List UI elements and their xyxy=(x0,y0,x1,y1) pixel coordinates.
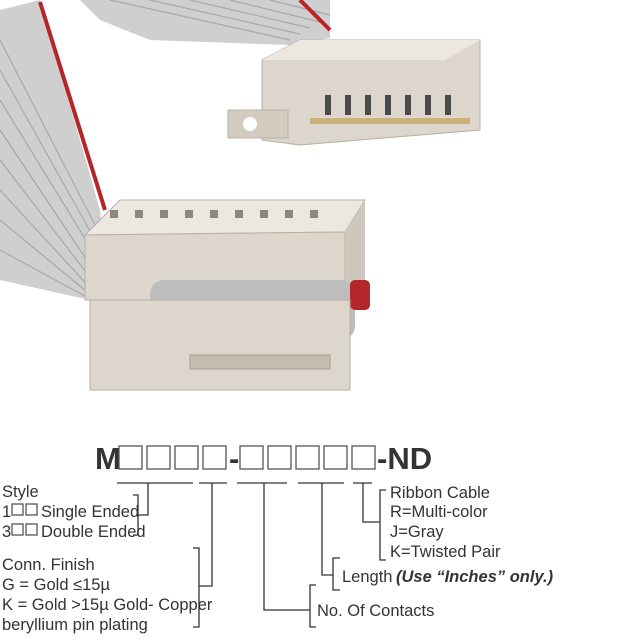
contacts-label: No. Of Contacts xyxy=(317,602,434,620)
part-number-box xyxy=(351,445,376,470)
finish-k: K = Gold >15µ Gold- Copper xyxy=(2,596,213,614)
callout-lines xyxy=(117,482,386,628)
cable-option-r: R=Multi-color xyxy=(390,503,488,521)
style-code-1: 1 xyxy=(2,503,11,521)
ribbon-cable-assembly-image xyxy=(0,0,481,391)
part-number-box xyxy=(267,445,292,470)
style-legend: Style 1 Single Ended 3 Double Ended xyxy=(2,483,146,541)
back-connector xyxy=(227,39,481,146)
front-connector xyxy=(83,199,370,391)
style-title: Style xyxy=(2,483,39,501)
part-number-box xyxy=(239,445,264,470)
cable-option-j: J=Gray xyxy=(390,523,444,541)
style-single-ended: Single Ended xyxy=(41,503,139,521)
part-number-dash: - xyxy=(229,441,239,476)
part-number-box xyxy=(146,445,171,470)
part-number-prefix: M xyxy=(95,441,121,476)
part-number-suffix: -ND xyxy=(377,441,432,476)
style-code-3: 3 xyxy=(2,523,11,541)
length-label: Length xyxy=(342,568,392,586)
cable-title: Ribbon Cable xyxy=(390,484,490,502)
cable-option-k: K=Twisted Pair xyxy=(390,543,501,561)
ribbon-cable xyxy=(0,0,332,301)
style-double-ended: Double Ended xyxy=(41,523,146,541)
part-number-box xyxy=(202,445,227,470)
part-number-box xyxy=(174,445,199,470)
finish-legend: Conn. Finish G = Gold ≤15µ K = Gold >15µ… xyxy=(2,556,213,634)
finish-k-note: beryllium pin plating xyxy=(2,616,148,634)
finish-g: G = Gold ≤15µ xyxy=(2,576,110,594)
length-legend: Length (Use “Inches” only.) xyxy=(342,568,554,586)
cable-legend: Ribbon Cable R=Multi-color J=Gray K=Twis… xyxy=(390,484,501,561)
part-number-box xyxy=(118,445,143,470)
length-note: (Use “Inches” only.) xyxy=(396,568,554,586)
part-number-box xyxy=(323,445,348,470)
part-number-box xyxy=(295,445,320,470)
finish-title: Conn. Finish xyxy=(2,556,95,574)
part-number-template: M - -ND xyxy=(95,441,432,476)
